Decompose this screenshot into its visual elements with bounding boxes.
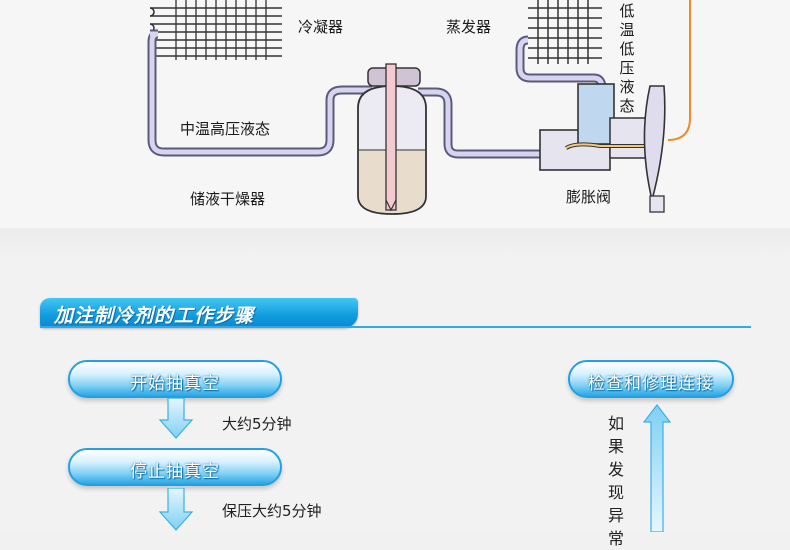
up-arrow-icon (642, 404, 672, 532)
condenser-coil (149, 0, 282, 60)
sensing-line (667, 0, 691, 141)
down-arrow-icon (158, 398, 194, 439)
down-arrow-icon (158, 488, 194, 531)
pipe-lines (147, 29, 607, 159)
condenser-label: 冷凝器 (298, 18, 344, 36)
step-check-repair-label: 检查和修理连接 (588, 374, 714, 394)
step-start-vacuum-note: 大约5分钟 (222, 415, 292, 433)
step-stop-vacuum-note: 保压大约5分钟 (222, 502, 322, 520)
high-temp-pressure-liquid-label: 中温高压液态 (180, 120, 271, 138)
step-check-repair: 检查和修理连接 (568, 360, 734, 398)
receiver-drier-label: 储液干燥器 (190, 190, 266, 208)
abnormal-found-text: 如果发现异常 (607, 414, 624, 548)
step-stop-vacuum: 停止抽真空 (68, 448, 282, 486)
diagram-graphic (147, 0, 691, 215)
step-start-vacuum-label: 开始抽真空 (130, 374, 220, 394)
section-header-rule (40, 326, 751, 328)
refrigeration-cycle-diagram: 冷凝器 蒸发器 中温高压液态 储液干燥器 膨胀阀 低温低压液态 (0, 0, 790, 228)
expansion-valve-label: 膨胀阀 (566, 188, 612, 206)
section-header-bar (40, 298, 358, 328)
receiver-drier (357, 63, 427, 215)
evaporator-label: 蒸发器 (446, 18, 492, 36)
low-temp-pressure-liquid-label: 低温低压液态 (619, 2, 635, 115)
evaporator-coil (528, 0, 602, 64)
step-stop-vacuum-label: 停止抽真空 (130, 462, 220, 482)
step-start-vacuum: 开始抽真空 (68, 360, 282, 398)
section-title: 加注制冷剂的工作步骤 (54, 305, 255, 327)
expansion-valve (539, 83, 666, 213)
